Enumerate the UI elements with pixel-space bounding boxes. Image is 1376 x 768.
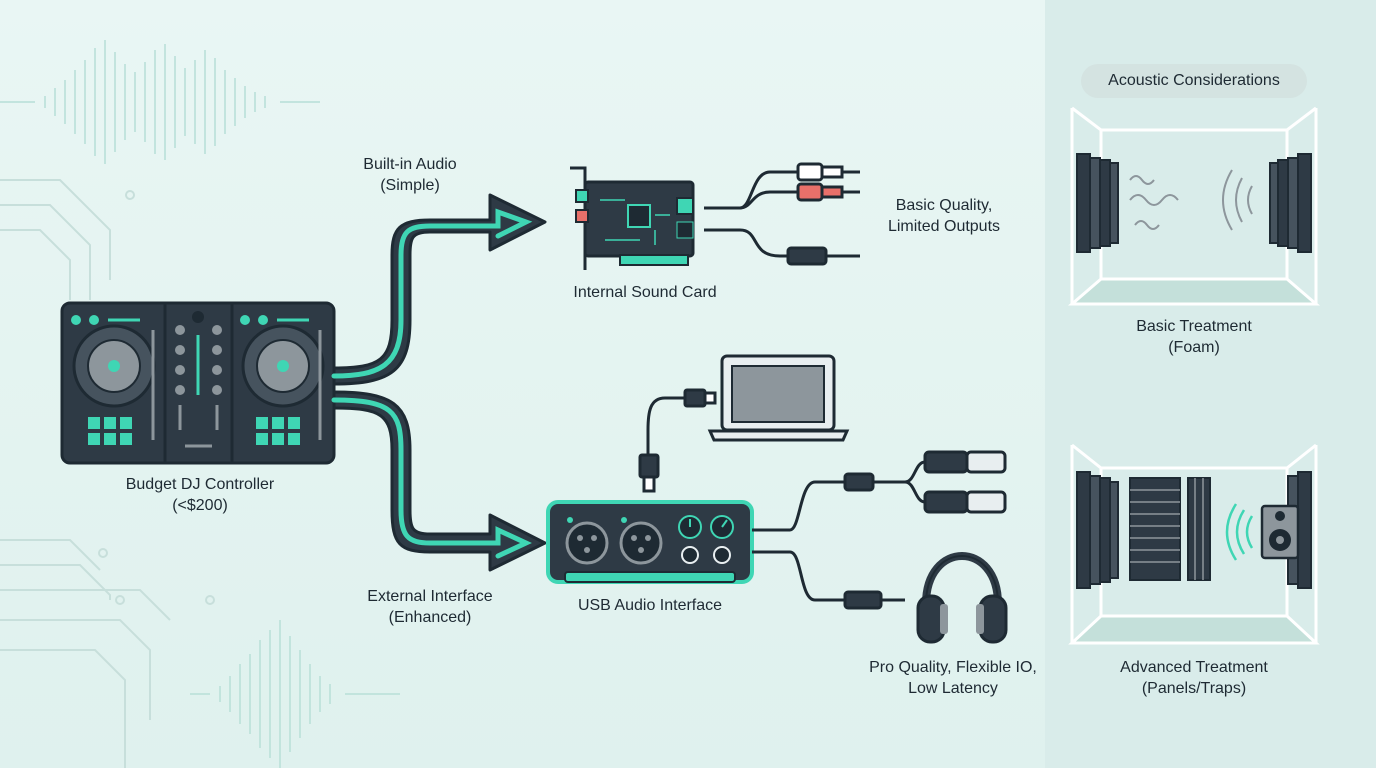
usb-interface-label: USB Audio Interface: [577, 597, 723, 614]
basic-treatment-label: Basic Treatment (Foam): [1136, 318, 1252, 356]
arrow-external-path: [331, 390, 547, 572]
usb-cable-icon: [638, 388, 717, 493]
external-interface-label: External Interface (Enhanced): [367, 588, 493, 626]
foam-panel-icon: [1076, 153, 1312, 253]
basic-quality-label: Basic Quality, Limited Outputs: [887, 197, 1001, 235]
arrow-builtin-path: [331, 193, 547, 386]
speaker-icon: [1260, 504, 1300, 560]
builtin-audio-label: Built-in Audio (Simple): [363, 156, 457, 194]
background-circuit: [0, 179, 215, 768]
advanced-treatment-room-icon: [1068, 443, 1320, 645]
pro-quality-label: Pro Quality, Flexible IO, Low Latency: [869, 659, 1037, 697]
dj-controller-icon: [60, 301, 336, 465]
background-waveform: [0, 40, 400, 768]
controller-label: Budget DJ Controller (<$200): [125, 476, 275, 514]
laptop-icon: [707, 354, 850, 442]
usb-audio-interface-icon: [546, 500, 754, 584]
headphones-icon: [916, 552, 1008, 644]
xlr-connector-icon: [752, 450, 1007, 610]
acoustic-considerations-title: Acoustic Considerations: [1081, 64, 1307, 98]
sound-wave-icon: [1129, 169, 1253, 231]
rca-cable-icon: [704, 162, 860, 266]
advanced-treatment-label: Advanced Treatment (Panels/Traps): [1120, 659, 1268, 697]
sound-card-label: Internal Sound Card: [573, 284, 717, 301]
basic-treatment-room-icon: [1067, 106, 1321, 306]
sound-card-icon: [570, 166, 695, 270]
